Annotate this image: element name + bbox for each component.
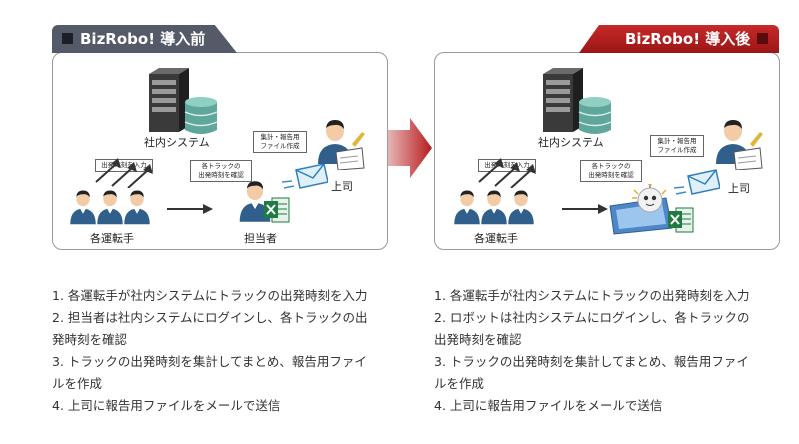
transition-arrow-icon: [388, 118, 432, 178]
step-line: 1. 各運転手が社内システムにトラックの出発時刻を入力: [52, 288, 368, 303]
step-line: 2. 担当者は社内システムにログインし、各トラックの出: [52, 310, 368, 325]
boss-icon: [318, 118, 366, 170]
step-line: 2. ロボットは社内システムにログインし、各トラックの: [434, 310, 750, 325]
after-tab-title: BizRobo! 導入後: [625, 30, 751, 48]
up-arrows-icon: [95, 158, 153, 188]
boss-icon: [716, 118, 764, 170]
report-note: 集計・報告用 ファイル作成: [650, 135, 704, 157]
report-label-line1: 集計・報告用: [260, 133, 300, 141]
arrow-right-icon: [562, 204, 608, 214]
step-line: 1. 各運転手が社内システムにトラックの出発時刻を入力: [434, 288, 750, 303]
system-label: 社内システム: [144, 136, 210, 149]
report-label-line2: ファイル作成: [657, 146, 697, 154]
check-label-line1: 各トラックの: [201, 162, 241, 170]
check-label-line1: 各トラックの: [591, 162, 631, 170]
step-line: 4. 上司に報告用ファイルをメールで送信: [52, 398, 281, 413]
step-line: 3. トラックの出発時刻を集計してまとめ、報告用ファイ: [52, 354, 367, 369]
report-label-line2: ファイル作成: [260, 142, 300, 150]
step-line: 3. トラックの出発時刻を集計してまとめ、報告用ファイ: [434, 354, 749, 369]
drivers-label: 各運転手: [90, 232, 134, 245]
boss-label: 上司: [728, 182, 750, 195]
system-label: 社内システム: [538, 136, 604, 149]
boss-label: 上司: [331, 180, 353, 193]
before-tab: BizRobo! 導入前: [52, 25, 237, 53]
input-label: 出発時刻を入力: [101, 161, 147, 169]
database-icon: [184, 96, 218, 136]
step-line: 4. 上司に報告用ファイルをメールで送信: [434, 398, 663, 413]
staff-label: 担当者: [244, 232, 277, 245]
database-icon: [578, 96, 612, 136]
input-label: 出発時刻を入力: [484, 161, 530, 169]
report-note: 集計・報告用 ファイル作成: [253, 131, 307, 153]
step-line: 発時刻を確認: [52, 332, 128, 347]
drivers-label: 各運転手: [474, 232, 518, 245]
excel-icon: [264, 196, 290, 224]
drivers-icon: [70, 190, 150, 225]
excel-icon: [668, 206, 694, 234]
step-line: ルを作成: [434, 376, 485, 391]
arrow-right-icon: [167, 204, 213, 214]
envelope-icon: [674, 168, 720, 196]
square-icon: [757, 33, 768, 44]
report-label-line1: 集計・報告用: [657, 137, 697, 145]
up-arrows-icon: [478, 158, 536, 188]
before-steps: 1. 各運転手が社内システムにトラックの出発時刻を入力 2. 担当者は社内システ…: [52, 285, 368, 417]
check-note: 各トラックの 出発時刻を確認: [190, 160, 252, 182]
drivers-icon: [454, 190, 534, 225]
step-line: 出発時刻を確認: [434, 332, 522, 347]
square-icon: [62, 33, 73, 44]
after-steps: 1. 各運転手が社内システムにトラックの出発時刻を入力 2. ロボットは社内シス…: [434, 285, 750, 417]
check-note: 各トラックの 出発時刻を確認: [580, 160, 642, 182]
before-tab-title: BizRobo! 導入前: [80, 30, 206, 48]
step-line: ルを作成: [52, 376, 103, 391]
check-label-line2: 出発時刻を確認: [588, 171, 634, 179]
check-label-line2: 出発時刻を確認: [198, 171, 244, 179]
after-tab: BizRobo! 導入後: [579, 25, 779, 53]
